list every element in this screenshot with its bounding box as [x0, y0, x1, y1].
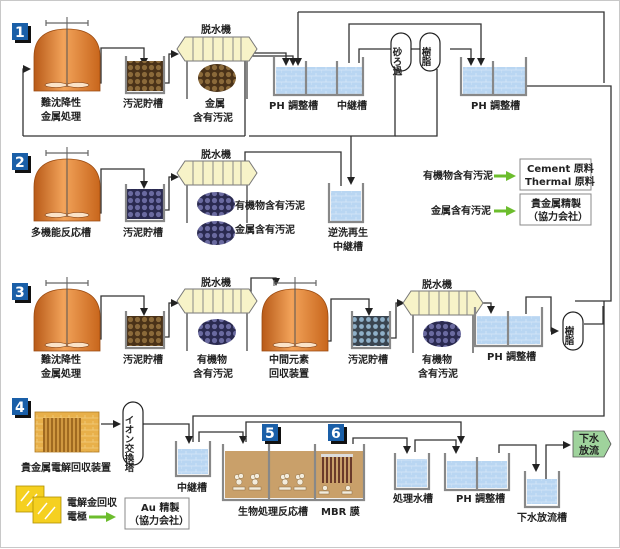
- svg-text:3: 3: [15, 285, 25, 301]
- section-badge-5: 5: [262, 424, 281, 444]
- cake-4-label-1: 有機物: [422, 353, 452, 366]
- section-badge-3: 3: [12, 283, 31, 303]
- svg-text:4: 4: [15, 400, 25, 416]
- ph-tank-4: [443, 453, 511, 492]
- reactor-3-label-1: 難沈降性: [40, 353, 81, 366]
- cake-1-label-2: 含有汚泥: [193, 111, 233, 124]
- dewatering-1-label: 脱水機: [201, 23, 231, 36]
- mbr-label: MBR 膜: [321, 505, 360, 518]
- treated-tank-label: 処理水槽: [392, 492, 433, 505]
- pipes: [22, 11, 612, 485]
- backwash-relay-tank: [327, 183, 365, 224]
- reactor-2-label: 多機能反応槽: [31, 226, 91, 239]
- precious-metal-electrolysis-unit: [34, 411, 100, 453]
- svg-text:6: 6: [331, 426, 341, 442]
- recovery-label-2: 回収装置: [269, 367, 309, 380]
- sewer-discharge-tank: [523, 471, 561, 509]
- sludge-tank-1: [124, 56, 166, 95]
- relay-tank-4-label: 中継槽: [177, 481, 207, 494]
- svg-text:砂ろ過: 砂ろ過: [391, 46, 404, 76]
- reactor-3-label-2: 金属処理: [40, 367, 81, 380]
- electrode-label-1: 電解金回収: [67, 496, 118, 509]
- legend-metal: 金属含有汚泥 貴金属精製 （協力会社）: [430, 193, 592, 226]
- backwash-tank-label-2: 中継槽: [333, 240, 363, 253]
- reactor-1-label-2: 金属処理: [40, 110, 81, 123]
- treated-water-tank: [393, 453, 431, 491]
- legend-metal-target-1: 貴金属精製: [531, 197, 581, 210]
- ph-tank-2: [459, 57, 528, 97]
- legend-organic-source: 有機物含有汚泥: [423, 169, 493, 182]
- legend-organic: 有機物含有汚泥 Cement 原料 Thermal 原料: [423, 158, 595, 191]
- cake-4-label-2: 含有汚泥: [418, 367, 458, 380]
- organic-sludge-cake-3: [198, 319, 236, 345]
- backwash-tank-label-1: 逆洗再生: [328, 226, 368, 239]
- svg-text:樹脂: 樹脂: [563, 325, 576, 346]
- ph-tank-4-label: PH 調整槽: [456, 492, 505, 505]
- legend-organic-target-1: Cement 原料: [527, 162, 594, 175]
- organic-sludge-cake: [197, 192, 235, 216]
- dewatering-4-label: 脱水機: [422, 278, 452, 291]
- mbr-membrane: [318, 454, 353, 495]
- au-refining-box: Au 精製 （協力会社）: [124, 497, 190, 530]
- reactor-1-label-1: 難沈降性: [40, 96, 81, 109]
- cake-3-label-1: 有機物: [197, 353, 227, 366]
- sludge-tank-2-label: 汚泥貯槽: [123, 226, 163, 239]
- sludge-tank-2: [124, 184, 166, 223]
- intermediate-element-recovery: [261, 276, 329, 352]
- electrolysis-label: 貴金属電解回収装置: [21, 461, 111, 474]
- organic-sludge-cake-4: [423, 321, 461, 347]
- legend-metal-target-2: （協力会社）: [528, 210, 588, 223]
- section-badge-6: 6: [328, 424, 347, 444]
- reactor-3: [33, 276, 101, 352]
- svg-text:イオン交換塔: イオン交換塔: [123, 415, 135, 473]
- resin-column-1: 樹脂: [419, 32, 441, 72]
- metal-sludge-cake-2: [197, 221, 235, 245]
- sand-filter: 砂ろ過: [390, 32, 412, 76]
- sludge-tank-4-label: 汚泥貯槽: [348, 353, 388, 366]
- svg-text:1: 1: [15, 25, 25, 41]
- multi-function-reactor: [33, 146, 101, 222]
- resin-column-2: 樹脂: [562, 311, 584, 351]
- bio-reactor-label: 生物処理反応槽: [238, 505, 308, 518]
- ph-tank-1-label: PH 調整槽: [269, 99, 318, 112]
- au-box-label-2: （協力会社）: [129, 514, 189, 527]
- svg-text:5: 5: [265, 426, 275, 442]
- sludge-tank-3: [124, 311, 166, 350]
- electrode-icon: [15, 485, 62, 524]
- sewer-out-label-1: 下水: [579, 432, 600, 445]
- ph-tank-2-label: PH 調整槽: [471, 99, 520, 112]
- cake-3-label-2: 含有汚泥: [193, 367, 233, 380]
- reactor-1: [33, 16, 101, 92]
- electrode-label-2: 電極: [67, 510, 87, 523]
- sludge-tank-4: [350, 311, 392, 350]
- sludge-tank-1-label: 汚泥貯槽: [123, 97, 163, 110]
- section-badge-2: 2: [12, 153, 31, 173]
- legend-organic-target-2: Thermal 原料: [525, 175, 595, 188]
- svg-text:2: 2: [15, 155, 25, 171]
- svg-text:樹脂: 樹脂: [420, 46, 433, 67]
- sludge-tank-3-label: 汚泥貯槽: [123, 353, 163, 366]
- au-box-label-1: Au 精製: [141, 501, 179, 514]
- organic-sludge-label: 有機物含有汚泥: [235, 199, 305, 212]
- cake-1-label-1: 金属: [204, 97, 225, 110]
- metal-sludge-label: 金属含有汚泥: [234, 223, 295, 236]
- ph-tank-1: [272, 57, 365, 97]
- metal-sludge-cake-1: [198, 64, 236, 92]
- section-badge-4: 4: [12, 398, 31, 418]
- relay-tank-4: [174, 441, 212, 478]
- recovery-label-1: 中間元素: [269, 353, 309, 366]
- section-badge-1: 1: [12, 23, 31, 43]
- dewatering-3-label: 脱水機: [201, 276, 231, 289]
- sewer-tank-label: 下水放流槽: [517, 511, 567, 524]
- ph-tank-3-label: PH 調整槽: [487, 350, 536, 363]
- sewer-discharge-marker: 下水 放流: [572, 430, 612, 458]
- ion-exchange-tower: イオン交換塔: [122, 401, 144, 473]
- ph-tank-3: [473, 307, 544, 348]
- legend-metal-source: 金属含有汚泥: [430, 204, 491, 217]
- relay-tank-1-label: 中継槽: [337, 99, 367, 112]
- sewer-out-label-2: 放流: [578, 444, 599, 457]
- dewatering-2-label: 脱水機: [201, 148, 231, 161]
